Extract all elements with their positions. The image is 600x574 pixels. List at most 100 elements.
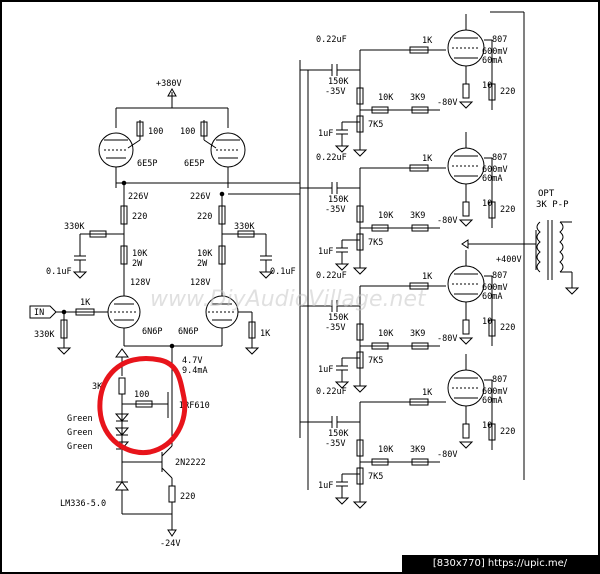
stage-cap-b: 1uF bbox=[318, 129, 333, 139]
stage-tube-label: 807 bbox=[492, 271, 507, 281]
output-stage-3: 0.22uF 1K 150K-35V 10K 3K9 -80V 1uF 7K5 807 600mV… bbox=[300, 250, 515, 393]
input-r-330k: 330K bbox=[34, 330, 55, 340]
input-label: IN bbox=[34, 308, 44, 318]
stage-cap: 0.22uF bbox=[316, 35, 347, 45]
cf-right-tube-label: 6N6P bbox=[178, 327, 198, 337]
stage-tube-label: 807 bbox=[492, 35, 507, 45]
opt-name: OPT bbox=[538, 189, 555, 199]
stage-v-bias: -35V bbox=[325, 439, 345, 449]
stage-v-bias: -35V bbox=[325, 87, 345, 97]
stage-r-bias: 150K bbox=[328, 313, 349, 323]
driver-left-plate-r: 100 bbox=[148, 127, 163, 137]
stage-cap-b: 1uF bbox=[318, 247, 333, 257]
watermark: www.DiyAudioVillage.net bbox=[150, 287, 427, 312]
ccs-voltage: 4.7V bbox=[182, 356, 202, 366]
stage-pot: 10K bbox=[378, 445, 394, 455]
driver-tube-right: 100 6E5P bbox=[180, 120, 246, 188]
output-transformer: OPT 3K P-P +400V bbox=[461, 11, 580, 480]
stage-r-3k9: 3K9 bbox=[410, 93, 425, 103]
stage-v-neg: -80V bbox=[437, 334, 457, 344]
stage-r-k: 10 bbox=[482, 81, 492, 91]
driver-load-right: 220 330K 10K 2W 0.1uF 128V bbox=[190, 194, 296, 288]
stage-r-3k9: 3K9 bbox=[410, 445, 425, 455]
ccs-section: 4.7V 9.4mA 3K 100 IRF610 Green Green Gre… bbox=[60, 348, 210, 549]
stage-vq: 600mV bbox=[482, 283, 508, 293]
ccs-r-3k: 3K bbox=[92, 382, 103, 392]
driver-right-10k: 10K bbox=[197, 249, 213, 259]
stage-tube-label: 807 bbox=[492, 375, 507, 385]
stage-v-neg: -80V bbox=[437, 216, 457, 226]
cf-right-r-1k: 1K bbox=[260, 329, 271, 339]
driver-tube-left: 100 6E5P bbox=[98, 120, 163, 188]
stage-r-grid: 1K bbox=[422, 36, 433, 46]
stage-r-k: 10 bbox=[482, 317, 492, 327]
highlight-circle bbox=[97, 356, 188, 456]
driver-right-2w: 2W bbox=[197, 259, 208, 269]
stage-cap: 0.22uF bbox=[316, 387, 347, 397]
stage-v-neg: -80V bbox=[437, 98, 457, 108]
stage-pot: 10K bbox=[378, 211, 394, 221]
stage-v-bias: -35V bbox=[325, 205, 345, 215]
ccs-led-2: Green bbox=[67, 428, 93, 438]
stage-r-3k9: 3K9 bbox=[410, 329, 425, 339]
driver-right-voltage: 226V bbox=[190, 192, 210, 202]
driver-right-plate-r: 100 bbox=[180, 127, 195, 137]
stage-r-screen: 220 bbox=[500, 427, 515, 437]
cf-left-tube-label: 6N6P bbox=[142, 327, 162, 337]
driver-right-cap: 0.1uF bbox=[270, 267, 296, 277]
driver-right-220: 220 bbox=[197, 212, 212, 222]
stage-pot: 10K bbox=[378, 93, 394, 103]
input-r-1k: 1K bbox=[80, 298, 91, 308]
driver-left-220: 220 bbox=[132, 212, 147, 222]
ccs-r-220: 220 bbox=[180, 492, 195, 502]
ccs-led-1: Green bbox=[67, 414, 93, 424]
driver-left-voltage: 226V bbox=[128, 192, 148, 202]
stage-r-screen: 220 bbox=[500, 87, 515, 97]
ccs-mosfet: IRF610 bbox=[179, 401, 210, 411]
stage-r-grid: 1K bbox=[422, 388, 433, 398]
stage-v-bias: -35V bbox=[325, 323, 345, 333]
stage-tube-label: 807 bbox=[492, 153, 507, 163]
ccs-current: 9.4mA bbox=[182, 366, 208, 376]
driver-left-2w: 2W bbox=[132, 259, 143, 269]
stage-r-bias: 150K bbox=[328, 195, 349, 205]
output-stage-1: 0.22uF 1K 150K-35V 10K 3K9 -80V 1uF 7K5 807 600mV… bbox=[300, 14, 515, 157]
stage-r-7k5: 7K5 bbox=[368, 472, 383, 482]
input-section: IN 1K 330K bbox=[29, 298, 108, 355]
driver-load-left: 220 330K 10K 2W 0.1uF 128V bbox=[46, 183, 150, 288]
supply-minus24: -24V bbox=[160, 539, 180, 549]
stage-v-neg: -80V bbox=[437, 450, 457, 460]
cathode-follower-right: 6N6P 1K bbox=[178, 280, 271, 355]
stage-r-7k5: 7K5 bbox=[368, 120, 383, 130]
stage-r-screen: 220 bbox=[500, 205, 515, 215]
driver-right-330k: 330K bbox=[234, 222, 255, 232]
cathode-follower-left: 6N6P bbox=[107, 280, 162, 346]
stage-cap: 0.22uF bbox=[316, 271, 347, 281]
stage-vq: 600mV bbox=[482, 165, 508, 175]
stage-r-k: 10 bbox=[482, 199, 492, 209]
stage-vq: 600mV bbox=[482, 387, 508, 397]
stage-cap-b: 1uF bbox=[318, 365, 333, 375]
opt-spec: 3K P-P bbox=[536, 200, 569, 210]
stage-r-screen: 220 bbox=[500, 323, 515, 333]
stage-r-grid: 1K bbox=[422, 154, 433, 164]
stage-r-grid: 1K bbox=[422, 272, 433, 282]
stage-vq: 600mV bbox=[482, 47, 508, 57]
ccs-ref: LM336-5.0 bbox=[60, 499, 106, 509]
driver-left-cap: 0.1uF bbox=[46, 267, 72, 277]
driver-left-128v: 128V bbox=[130, 278, 150, 288]
stage-pot: 10K bbox=[378, 329, 394, 339]
ccs-led-3: Green bbox=[67, 442, 93, 452]
supply-plus400: +400V bbox=[496, 255, 522, 265]
ccs-r-100: 100 bbox=[134, 390, 149, 400]
stage-r-7k5: 7K5 bbox=[368, 356, 383, 366]
stage-r-bias: 150K bbox=[328, 77, 349, 87]
driver-right-128v: 128V bbox=[190, 278, 210, 288]
driver-left-10k: 10K bbox=[132, 249, 148, 259]
stage-r-7k5: 7K5 bbox=[368, 238, 383, 248]
ccs-bjt: 2N2222 bbox=[175, 458, 206, 468]
